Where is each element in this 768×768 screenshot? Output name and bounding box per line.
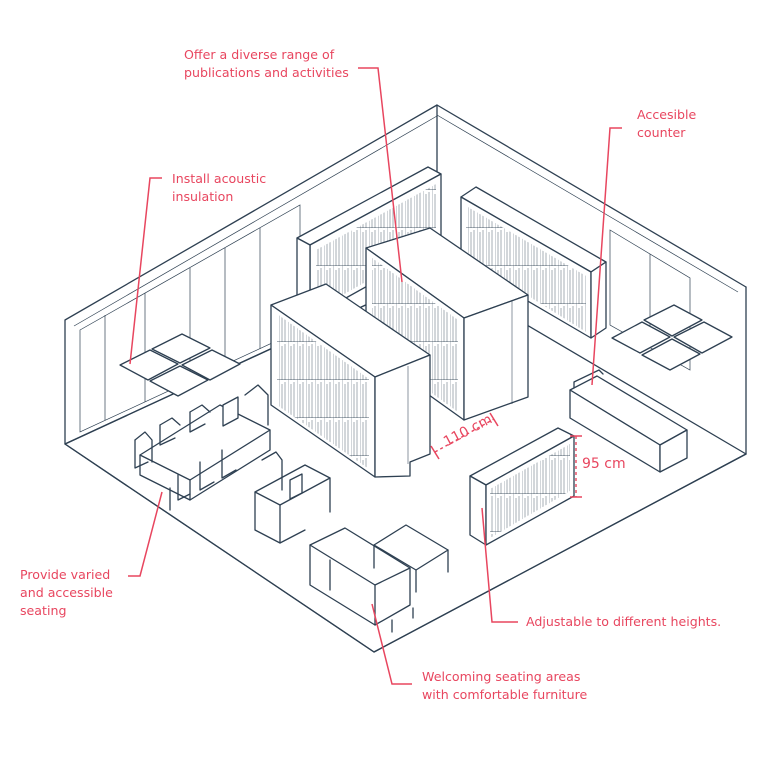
room-back-wall-top <box>436 104 747 288</box>
table-chairs <box>134 384 269 501</box>
annotation-publications: Offer a diverse range of publications an… <box>184 47 349 80</box>
accessible-counter <box>569 369 688 473</box>
windows <box>79 204 691 433</box>
monitor <box>222 396 239 427</box>
annotation-acoustic: Install acoustic insulation <box>172 171 267 204</box>
single-desk <box>254 451 331 544</box>
acoustic-panels-right <box>611 304 733 371</box>
bookshelf-front <box>270 283 431 478</box>
room-outer-edge <box>64 443 747 653</box>
shelf-height-label: 95 cm <box>582 456 626 472</box>
annotation-seating: Provide varied and accessible seating <box>20 567 113 618</box>
adjustable-shelf <box>469 427 575 546</box>
bookshelf-middle <box>365 227 529 421</box>
work-table <box>134 384 271 511</box>
annotation-counter: Accesible counter <box>637 107 697 140</box>
annotation-welcoming: Welcoming seating areas with comfortable… <box>422 669 588 702</box>
room <box>64 104 747 653</box>
shelf-height-dimension <box>570 435 582 498</box>
annotation-adjustable: Adjustable to different heights. <box>526 614 722 629</box>
sofa <box>309 527 414 633</box>
side-table <box>373 524 449 593</box>
callout-leaders <box>128 67 622 685</box>
acoustic-panels-left <box>119 333 241 397</box>
aisle-dimension <box>430 412 499 460</box>
bookshelf-back-right <box>460 186 607 339</box>
